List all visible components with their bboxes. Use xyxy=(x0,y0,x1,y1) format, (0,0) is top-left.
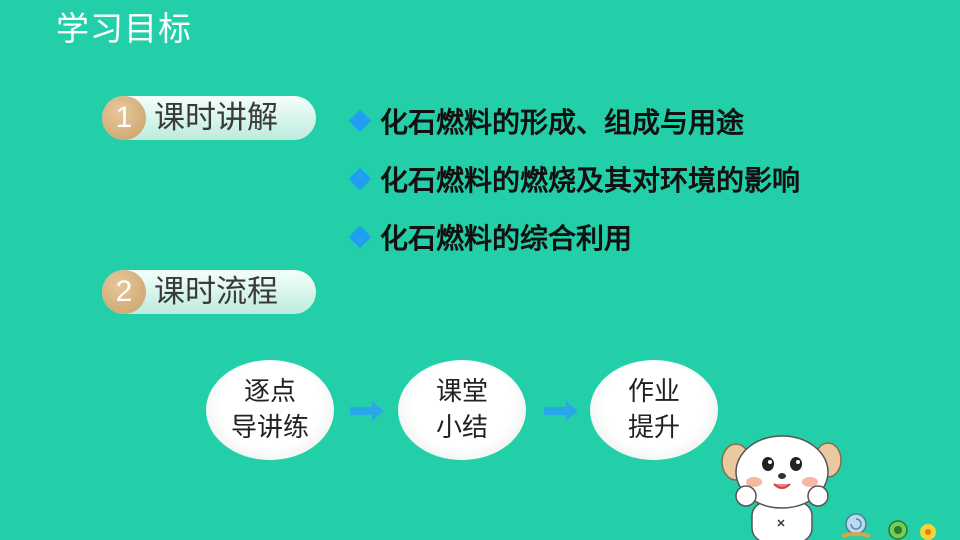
arrow-right-icon xyxy=(350,401,384,421)
objectives-list: 化石燃料的形成、组成与用途 化石燃料的燃烧及其对环境的影响 化石燃料的综合利用 xyxy=(346,92,800,266)
diamond-bullet-icon xyxy=(348,109,372,133)
diamond-bullet-icon xyxy=(348,225,372,249)
flow-step-3[interactable]: 作业 提升 xyxy=(590,360,718,460)
list-item: 化石燃料的综合利用 xyxy=(346,208,800,266)
section-number: 1 xyxy=(102,96,146,140)
list-item: 化石燃料的燃烧及其对环境的影响 xyxy=(346,150,800,208)
section-badge-2: 2 课时流程 xyxy=(102,270,316,314)
flow-step-1[interactable]: 逐点 导讲练 xyxy=(206,360,334,460)
section-label: 课时讲解 xyxy=(154,100,278,136)
diamond-bullet-icon xyxy=(348,167,372,191)
list-item: 化石燃料的形成、组成与用途 xyxy=(346,92,800,150)
section-badge-1: 1 课时讲解 xyxy=(102,96,316,140)
arrow-right-icon xyxy=(544,401,578,421)
page-title: 学习目标 xyxy=(56,9,192,48)
flow-step-2[interactable]: 课堂 小结 xyxy=(398,360,526,460)
section-label: 课时流程 xyxy=(154,274,278,310)
puppy-mascot-icon xyxy=(721,435,936,540)
section-number: 2 xyxy=(102,270,146,314)
